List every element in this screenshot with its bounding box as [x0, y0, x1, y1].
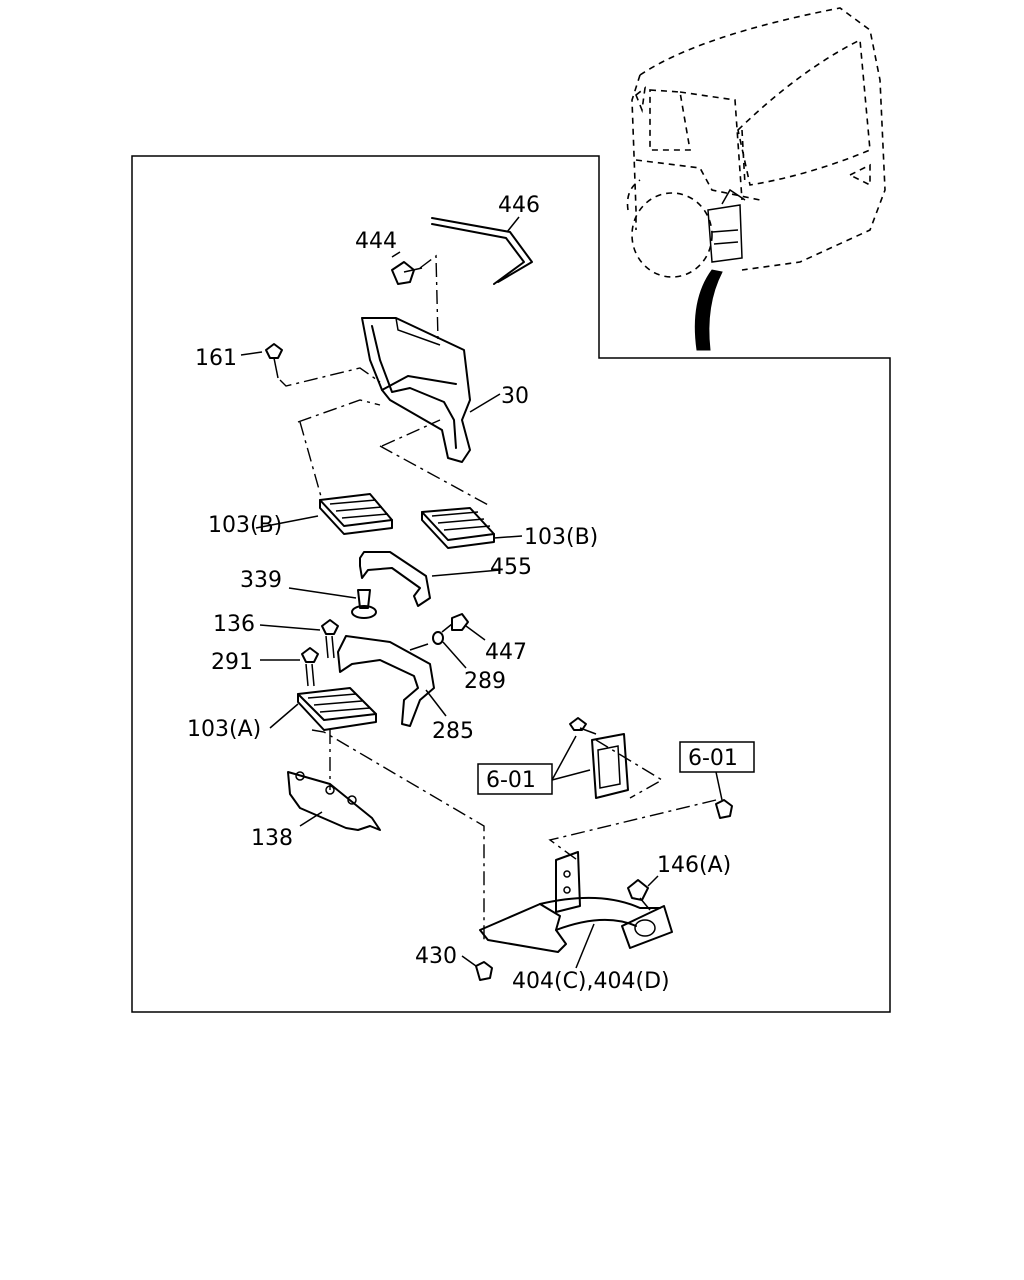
callout-136: 136	[213, 612, 255, 637]
callout-103a: 103(A)	[187, 717, 261, 742]
svg-text:6-01: 6-01	[688, 746, 738, 771]
part-30-bracket	[361, 317, 501, 463]
part-430-nut	[461, 955, 493, 981]
callout-285: 285	[432, 719, 474, 744]
part-285-bracket	[337, 635, 447, 727]
part-339-pin	[288, 587, 377, 619]
part-404-bracket	[479, 851, 673, 969]
part-103b-left-step	[255, 493, 393, 535]
svg-text:6-01: 6-01	[486, 768, 536, 793]
callout-30: 30	[501, 384, 529, 409]
part-289-washer	[432, 631, 467, 669]
diagram-frame	[131, 155, 891, 1013]
callout-339: 339	[240, 568, 282, 593]
part-291-bolt	[260, 647, 319, 687]
part-161-bolt	[240, 343, 283, 379]
part-6-01-nut	[715, 771, 733, 819]
callout-430: 430	[415, 944, 457, 969]
callout-103b-right: 103(B)	[524, 525, 598, 550]
callout-146a: 146(A)	[657, 853, 731, 878]
callout-291: 291	[211, 650, 253, 675]
callout-138: 138	[251, 826, 293, 851]
part-444-bolt	[391, 251, 423, 285]
part-103a-step	[269, 687, 377, 731]
part-447-bolt	[441, 613, 486, 641]
part-455-bracket	[359, 551, 501, 607]
part-103b-right-step	[421, 507, 523, 549]
callout-444: 444	[355, 229, 397, 254]
callout-447: 447	[485, 640, 527, 665]
reference-box-6-01-right: 6-01	[679, 741, 755, 773]
callout-404: 404(C),404(D)	[512, 969, 670, 994]
part-138-cover	[287, 771, 381, 831]
truck-cab-overview	[626, 7, 886, 351]
part-6-01-bolt-and-plate	[551, 717, 664, 799]
part-136-bolt	[259, 619, 339, 659]
callout-446: 446	[498, 193, 540, 218]
callout-161: 161	[195, 346, 237, 371]
reference-box-6-01-left: 6-01	[477, 763, 553, 795]
callout-103b-left: 103(B)	[208, 513, 282, 538]
callout-455: 455	[490, 555, 532, 580]
callout-289: 289	[464, 669, 506, 694]
part-446-rod	[431, 216, 533, 285]
